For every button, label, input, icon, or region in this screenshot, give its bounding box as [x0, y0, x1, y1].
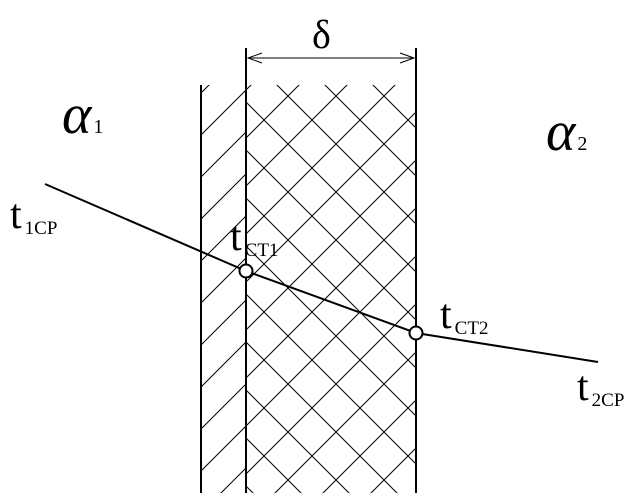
temperature-profile — [44, 183, 599, 363]
wall-layer-1 — [201, 85, 246, 493]
tct2-point — [408, 325, 424, 341]
tct1-point — [238, 263, 254, 279]
delta-label: δ — [312, 12, 331, 57]
thickness-dimension — [246, 52, 416, 64]
wall-layer-2 — [246, 85, 416, 493]
